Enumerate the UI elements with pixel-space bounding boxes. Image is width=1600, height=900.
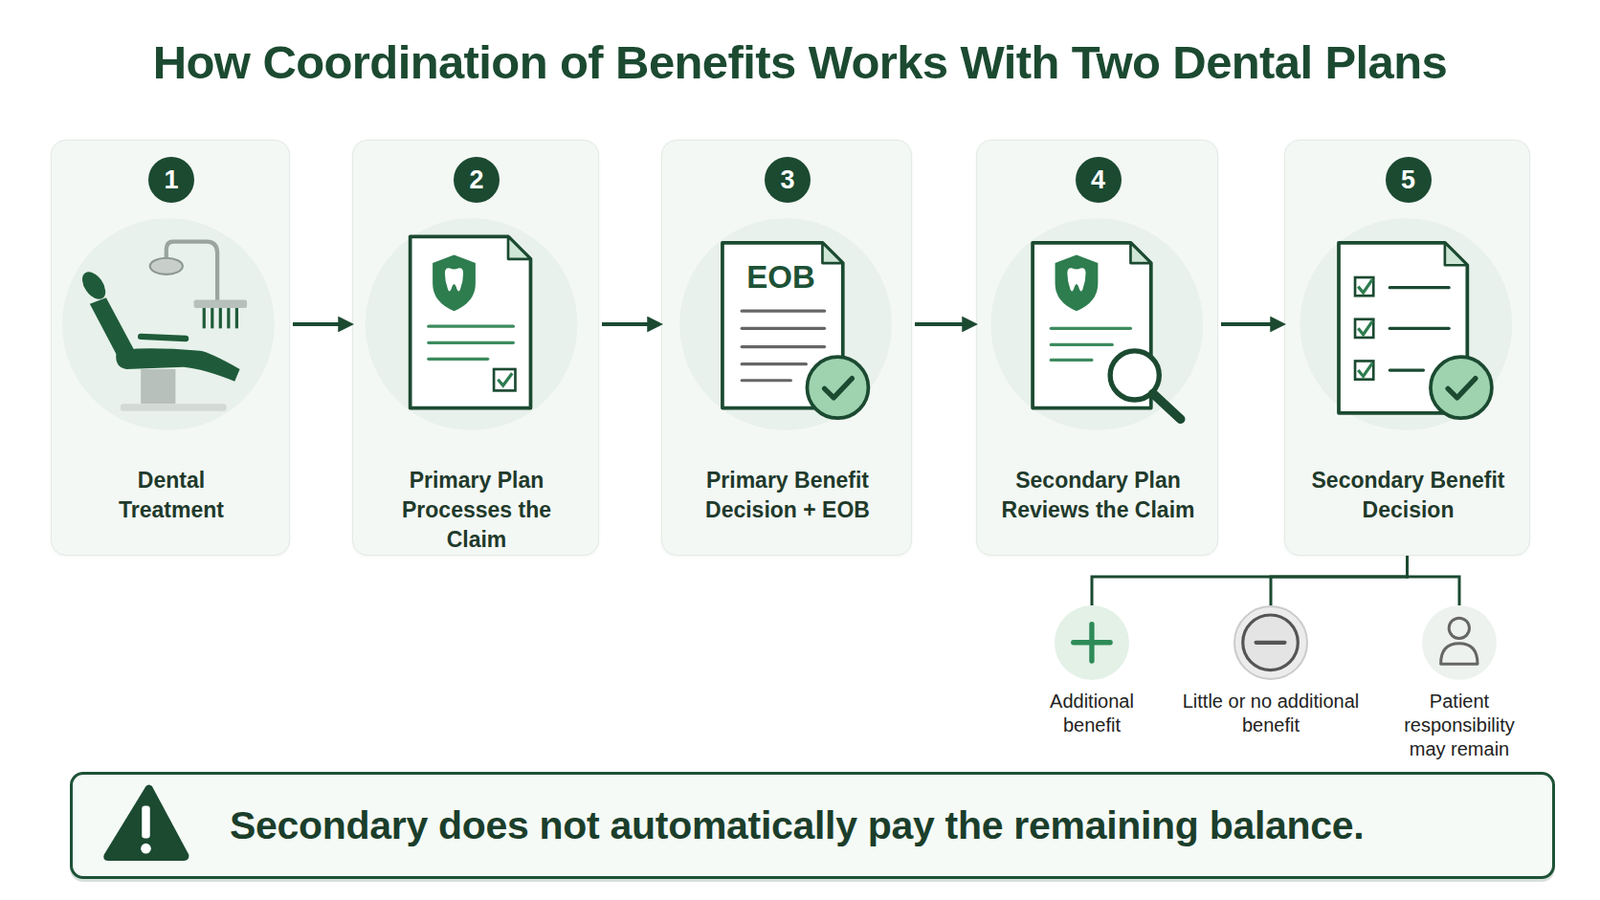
icon-halos — [62, 218, 1512, 431]
outcome-circle — [1054, 605, 1130, 681]
plus-icon — [1073, 624, 1111, 662]
flow-arrow — [914, 322, 974, 327]
outcome-label: Additional benefit — [1034, 689, 1150, 738]
minus-icon — [1243, 615, 1299, 671]
checklist-document-icon — [1338, 243, 1492, 419]
warning-banner: Secondary does not automatically pay the… — [69, 772, 1556, 880]
outcome-label: Little or no additional benefit — [1182, 689, 1360, 738]
review-document-icon — [1032, 243, 1181, 420]
warning-icon — [103, 785, 189, 862]
person-icon — [1441, 618, 1478, 665]
flow-arrow — [601, 322, 659, 327]
outcome-circle — [1422, 605, 1497, 681]
claim-document-icon — [410, 236, 532, 408]
step-card: Secondary Benefit Decision 5 — [1284, 139, 1531, 556]
warning-text: Secondary does not automatically pay the… — [229, 802, 1364, 849]
dental-chair-icon — [77, 242, 247, 412]
step-label: Primary Benefit Decision + EOB — [675, 466, 901, 526]
step-number: 2 — [453, 156, 500, 203]
branch-line — [1270, 555, 1408, 606]
outcome-node: Additional benefit — [1000, 605, 1183, 738]
step-label: Dental Treatment — [109, 466, 234, 526]
outcome-node: Patient responsibility may remain — [1368, 605, 1551, 762]
step-card: Primary Plan Processes the Claim 2 — [352, 139, 600, 556]
step-number: 4 — [1075, 156, 1122, 203]
step-number-text: 5 — [1385, 156, 1432, 203]
step-number-text: 2 — [453, 156, 500, 203]
step-number-text: 1 — [148, 156, 195, 203]
step-label: Secondary Benefit Decision — [1290, 466, 1526, 526]
branch-line — [1407, 555, 1461, 606]
branch-line — [1091, 555, 1408, 606]
step-label: Secondary Plan Reviews the Claim — [985, 466, 1211, 526]
step-card: Primary Benefit Decision + EOB 3 — [661, 139, 912, 556]
eob-document-icon — [722, 243, 868, 419]
step-card: Dental Treatment 1 — [50, 139, 290, 556]
flow-arrow — [292, 322, 350, 327]
step-number: 5 — [1385, 156, 1432, 203]
outcome-node: Little or no additional benefit — [1179, 605, 1362, 738]
outcome-circle — [1233, 605, 1309, 681]
step-label: Primary Plan Processes the Claim — [393, 466, 561, 556]
step-number-text: 3 — [764, 156, 811, 203]
step-number: 1 — [148, 156, 195, 203]
step-number-text: 4 — [1075, 156, 1122, 203]
diagram-title: How Coordination of Benefits Works With … — [0, 32, 1600, 92]
flow-arrow — [1221, 322, 1282, 327]
outcome-label: Patient responsibility may remain — [1392, 689, 1527, 762]
step-number: 3 — [764, 156, 811, 203]
step-card: Secondary Plan Reviews the Claim 4 — [976, 139, 1219, 556]
